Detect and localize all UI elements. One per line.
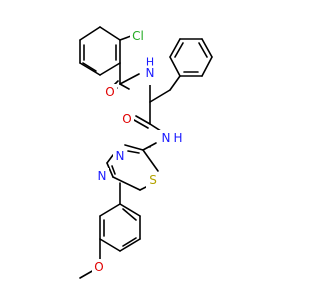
alpha-ch2-bond <box>149 89 171 103</box>
molecule-structure: Cl N H O O N H N N S O <box>79 26 213 279</box>
amide-hydrogen-1: H <box>146 56 154 69</box>
ring-nitrogen-2: N <box>98 169 107 183</box>
carbonyl-bond-1 <box>119 83 130 90</box>
ring-nitrogen-1: N <box>116 149 125 163</box>
carbonyl-oxygen-2: O <box>122 112 131 126</box>
amide-nitrogen-1: N <box>146 66 155 80</box>
ch2-phenyl-bond <box>169 75 181 91</box>
n-thiadiazole-bond <box>142 142 157 151</box>
atom-labels: Cl N H O O N H N N S O <box>92 28 186 275</box>
chlorobenzene-ring <box>79 26 121 76</box>
carbonyl-bond-2a <box>135 115 151 125</box>
chlorine-atom: Cl <box>132 29 144 43</box>
carbonyl-oxygen-1: O <box>105 85 114 99</box>
methoxyphenyl-ring <box>99 203 141 252</box>
ring-sulfur: S <box>149 173 157 187</box>
thiadiazole-ring <box>106 144 159 191</box>
o-methyl-bond <box>79 269 95 279</box>
c-cl-bond <box>119 35 132 41</box>
amide-hydrogen-2: H <box>173 131 182 145</box>
carbonyl-bond-2b <box>133 119 149 129</box>
amide-cn-bond-1 <box>119 73 140 85</box>
molecule-canvas: Cl N H O O N H N N S O <box>79 26 213 279</box>
ether-oxygen: O <box>94 260 103 274</box>
phenyl-ring <box>169 38 213 77</box>
amide-nitrogen-2: N <box>162 131 171 145</box>
